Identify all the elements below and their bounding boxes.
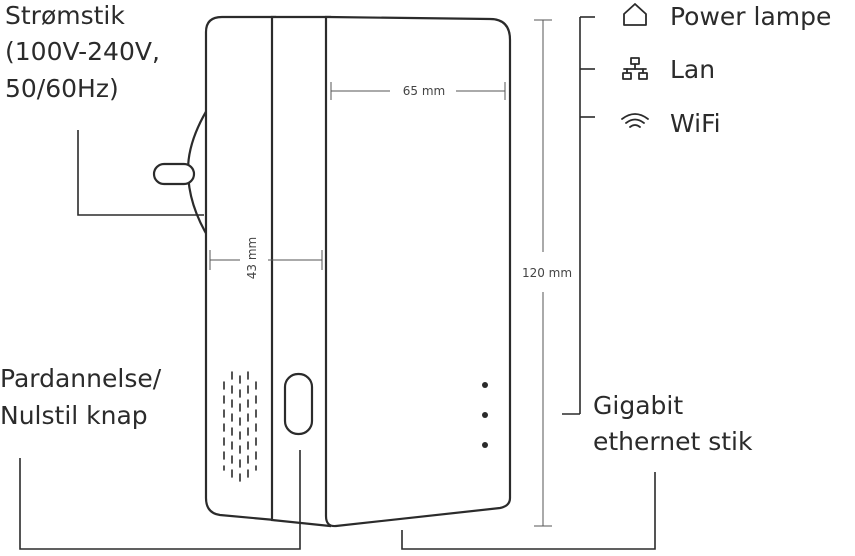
power-plug-label-line1: Strømstik: [5, 1, 125, 30]
dimension-height-label: 120 mm: [522, 266, 572, 280]
ethernet-label-line2: ethernet stik: [593, 427, 753, 456]
wifi-icon: [621, 113, 649, 128]
dimension-width-label: 65 mm: [403, 84, 445, 98]
indicator-label-lan: Lan: [670, 55, 715, 84]
dimension-width: 65 mm: [330, 82, 506, 100]
dimension-depth-label: 43 mm: [245, 237, 259, 279]
led-lan: [482, 412, 488, 418]
indicator-label-wifi: WiFi: [670, 109, 721, 138]
led-wifi: [482, 442, 488, 448]
indicator-bracket: [562, 16, 595, 415]
plug-pin: [152, 162, 196, 186]
device-middle-section: [270, 15, 332, 528]
power-plug-label-line3: 50/60Hz): [5, 74, 119, 103]
vent-grille: [223, 371, 257, 485]
pair-reset-label-line2: Nulstil knap: [0, 401, 148, 430]
device-front-section: [324, 15, 512, 528]
device-back-section: [204, 15, 277, 522]
house-icon: [623, 3, 647, 26]
led-power: [482, 382, 488, 388]
dimension-height: 120 mm: [522, 19, 572, 527]
ethernet-label-line1: Gigabit: [593, 391, 683, 420]
pair-reset-leader: [19, 450, 301, 550]
dimension-depth: 43 mm: [209, 237, 323, 279]
network-icon: [622, 57, 648, 80]
pair-reset-label-line1: Pardannelse/: [0, 364, 162, 393]
pair-reset-button: [283, 372, 314, 436]
ethernet-leader: [401, 472, 656, 550]
indicator-label-power: Power lampe: [670, 2, 831, 31]
power-plug-leader: [77, 130, 204, 216]
power-plug-label-line2: (100V-240V,: [5, 37, 160, 66]
